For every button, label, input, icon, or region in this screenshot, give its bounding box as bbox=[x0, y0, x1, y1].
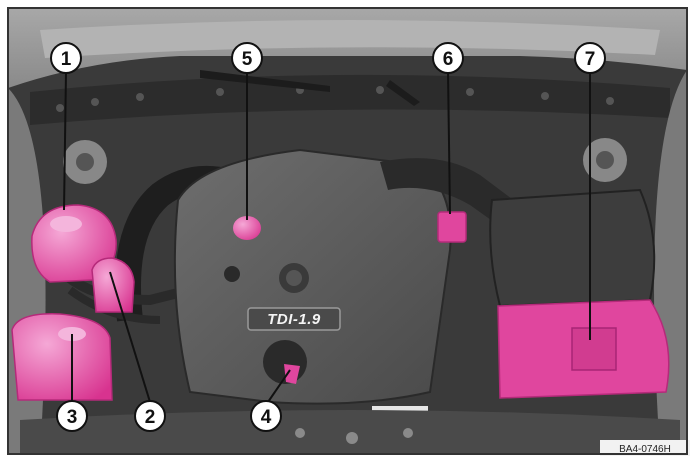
wiper-arm-right bbox=[386, 80, 420, 106]
lower-bolts bbox=[295, 428, 413, 444]
cowl-grille-dots bbox=[56, 86, 614, 112]
svg-text:2: 2 bbox=[145, 407, 156, 428]
svg-text:5: 5 bbox=[242, 49, 253, 70]
washer-reservoir-highlight bbox=[11, 313, 113, 401]
battery-top-label bbox=[571, 327, 617, 371]
callout-6: 6 bbox=[432, 42, 464, 74]
svg-text:1: 1 bbox=[61, 49, 72, 70]
callout-3: 3 bbox=[56, 400, 88, 432]
figure-frame bbox=[7, 7, 688, 455]
right-strut-nut bbox=[596, 151, 614, 169]
wiper-arm-left bbox=[200, 70, 330, 92]
callout-2: 2 bbox=[134, 400, 166, 432]
oil-filler-cap-highlight bbox=[233, 216, 261, 240]
svg-text:4: 4 bbox=[261, 407, 272, 428]
hood-inner bbox=[40, 20, 660, 58]
callout-leader-lines bbox=[63, 71, 591, 403]
engine-emblem-text: TDI-1.9 bbox=[267, 311, 321, 328]
wiper-cowl bbox=[30, 74, 670, 125]
engine-cover bbox=[173, 148, 452, 405]
svg-text:6: 6 bbox=[443, 49, 454, 70]
callout-5: 5 bbox=[231, 42, 263, 74]
callout-1: 1 bbox=[50, 42, 82, 74]
engine-emblem-plate bbox=[247, 307, 341, 331]
svg-text:3: 3 bbox=[67, 407, 78, 428]
figure-code: BA4-0746H bbox=[619, 444, 671, 455]
oil-filler-inner bbox=[286, 270, 302, 286]
air-filter-box bbox=[489, 188, 656, 308]
front-latch bbox=[372, 406, 428, 413]
left-strut-nut bbox=[76, 153, 94, 171]
dipstick-highlight bbox=[284, 364, 300, 384]
cover-bolt bbox=[224, 266, 240, 282]
callout-4: 4 bbox=[250, 400, 282, 432]
power-steering-reservoir-highlight bbox=[437, 211, 467, 243]
lower-radiator-support bbox=[20, 410, 680, 454]
callout-7: 7 bbox=[574, 42, 606, 74]
figure-code-tag bbox=[600, 440, 690, 456]
coolant-cap bbox=[50, 216, 82, 232]
svg-text:7: 7 bbox=[585, 49, 596, 70]
